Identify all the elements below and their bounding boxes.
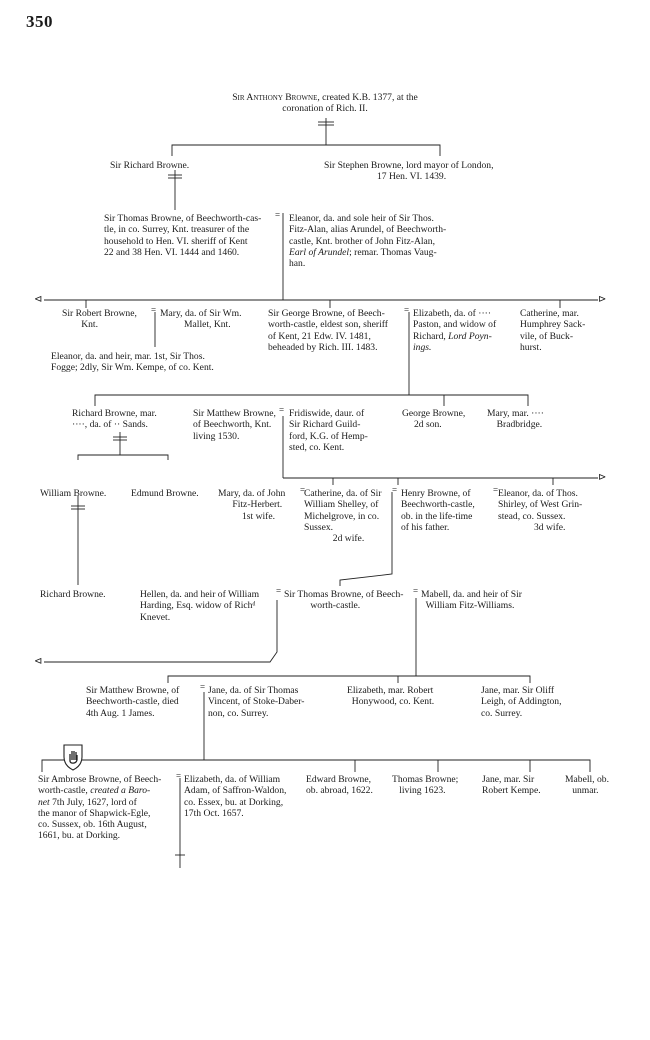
continue-left-icon: ⊲ <box>34 294 43 305</box>
person-stephen-browne: Sir Stephen Browne, lord mayor of London… <box>324 160 494 171</box>
person-title: created a Baro- net <box>38 785 151 808</box>
person-richard-browne: Sir Richard Browne. <box>110 160 190 171</box>
page-number: 350 <box>26 12 53 31</box>
person-matthew-browne-2: Sir Matthew Browne, of Beechworth-castle… <box>86 685 180 719</box>
person-mary-mallet: Mary, da. of Sir Wm. Mallet, Knt. <box>160 308 242 331</box>
person-william-browne: William Browne. <box>40 488 107 499</box>
continue-left-icon: ⊲ <box>34 656 43 667</box>
person-edmund-browne: Edmund Browne. <box>131 488 199 499</box>
person-eleanor-heir: Eleanor, da. and heir, mar. 1st, Sir Tho… <box>51 351 214 374</box>
person-ambrose-browne: Sir Ambrose Browne, of Beech- worth-cast… <box>38 774 161 842</box>
person-thomas-browne-2: Sir Thomas Browne, of Beech- worth-castl… <box>284 589 404 612</box>
person-thomas-browne-1: Sir Thomas Browne, of Beechworth-cas- tl… <box>104 213 262 258</box>
person-mary-fitzherbert: Mary, da. of John Fitz-Herbert. 1st wife… <box>218 488 286 522</box>
person-matthew-browne-1: Sir Matthew Browne, of Beechworth, Knt. … <box>193 408 276 442</box>
person-fridiswide-guildford: Fridiswide, daur. of Sir Richard Guild- … <box>289 408 368 453</box>
person-title: Earl of Arundel <box>289 246 350 258</box>
person-detail: 7th July, 1627, lord of the manor of Sha… <box>38 796 151 842</box>
marriage-symbol: = <box>493 485 499 495</box>
marriage-symbol: = <box>413 586 419 596</box>
person-elizabeth-adam: Elizabeth, da. of William Adam, of Saffr… <box>184 774 287 819</box>
marriage-symbol: = <box>279 405 285 415</box>
person-robert-browne: Sir Robert Browne, Knt. <box>62 308 137 331</box>
marriage-symbol: = <box>151 305 157 315</box>
marriage-symbol: = <box>275 210 281 220</box>
person-detail: Eleanor, da. and sole heir of Sir Thos. … <box>289 213 447 247</box>
person-jane-kempe: Jane, mar. Sir Robert Kempe. <box>482 774 541 797</box>
red-hand-shield-icon <box>63 744 83 771</box>
marriage-symbol: = <box>404 305 410 315</box>
person-detail: Elizabeth, da. of ···· Paston, and widow… <box>413 308 497 342</box>
person-thomas-browne-3: Thomas Browne; living 1623. <box>392 774 459 797</box>
person-title: Lord Poyn- ings. <box>413 330 492 353</box>
person-anthony-detail: coronation of Rich. II. <box>282 103 368 114</box>
marriage-symbol: = <box>200 682 206 692</box>
continue-right-icon: ⊳ <box>598 472 607 483</box>
person-mabell-fitzwilliams: Mabell, da. and heir of Sir William Fitz… <box>421 589 522 612</box>
marriage-symbol: = <box>392 485 398 495</box>
person-george-browne-2: George Browne, 2d son. <box>402 408 466 431</box>
person-george-browne: Sir George Browne, of Beech- worth-castl… <box>268 308 388 353</box>
person-catherine-shelley: Catherine, da. of Sir William Shelley, o… <box>304 488 382 545</box>
person-mabell-unmarried: Mabell, ob. unmar. <box>565 774 609 797</box>
person-anthony-browne: Sir Anthony Browne, created K.B. 1377, a… <box>180 92 470 103</box>
person-jane-vincent: Jane, da. of Sir Thomas Vincent, of Stok… <box>208 685 305 719</box>
person-catherine-sackvile: Catherine, mar. Humphrey Sack- vile, of … <box>520 308 586 353</box>
continue-right-icon: ⊳ <box>598 294 607 305</box>
person-elizabeth-paston: Elizabeth, da. of ···· Paston, and widow… <box>413 308 496 353</box>
person-detail: Sir Ambrose Browne, of Beech- worth-cast… <box>38 774 162 797</box>
person-edward-browne: Edward Browne, ob. abroad, 1622. <box>306 774 373 797</box>
person-detail: ; remar. Thomas Vaug- han. <box>289 246 437 270</box>
person-mary-bradbridge: Mary, mar. ···· Bradbridge. <box>487 408 544 431</box>
person-elizabeth-honywood: Elizabeth, mar. Robert Honywood, co. Ken… <box>347 685 435 708</box>
marriage-symbol: = <box>300 485 306 495</box>
person-richard-browne-sands: Richard Browne, mar. ····, da. of ·· San… <box>72 408 157 431</box>
person-henry-browne: Henry Browne, of Beechworth-castle, ob. … <box>401 488 475 533</box>
person-stephen-detail: 17 Hen. VI. 1439. <box>377 171 447 182</box>
person-name: Sir Anthony Browne <box>232 92 318 103</box>
marriage-symbol: = <box>276 586 282 596</box>
person-richard-browne-3: Richard Browne. <box>40 589 106 600</box>
marriage-symbol: = <box>176 771 182 781</box>
person-jane-leigh: Jane, mar. Sir Oliff Leigh, of Addington… <box>481 685 562 719</box>
person-eleanor-fitzalan: Eleanor, da. and sole heir of Sir Thos. … <box>289 213 446 269</box>
person-detail: , created K.B. 1377, at the <box>317 92 418 103</box>
person-hellen-harding: Hellen, da. and heir of William Harding,… <box>140 589 260 623</box>
person-eleanor-shirley: Eleanor, da. of Thos. Shirley, of West G… <box>498 488 583 533</box>
